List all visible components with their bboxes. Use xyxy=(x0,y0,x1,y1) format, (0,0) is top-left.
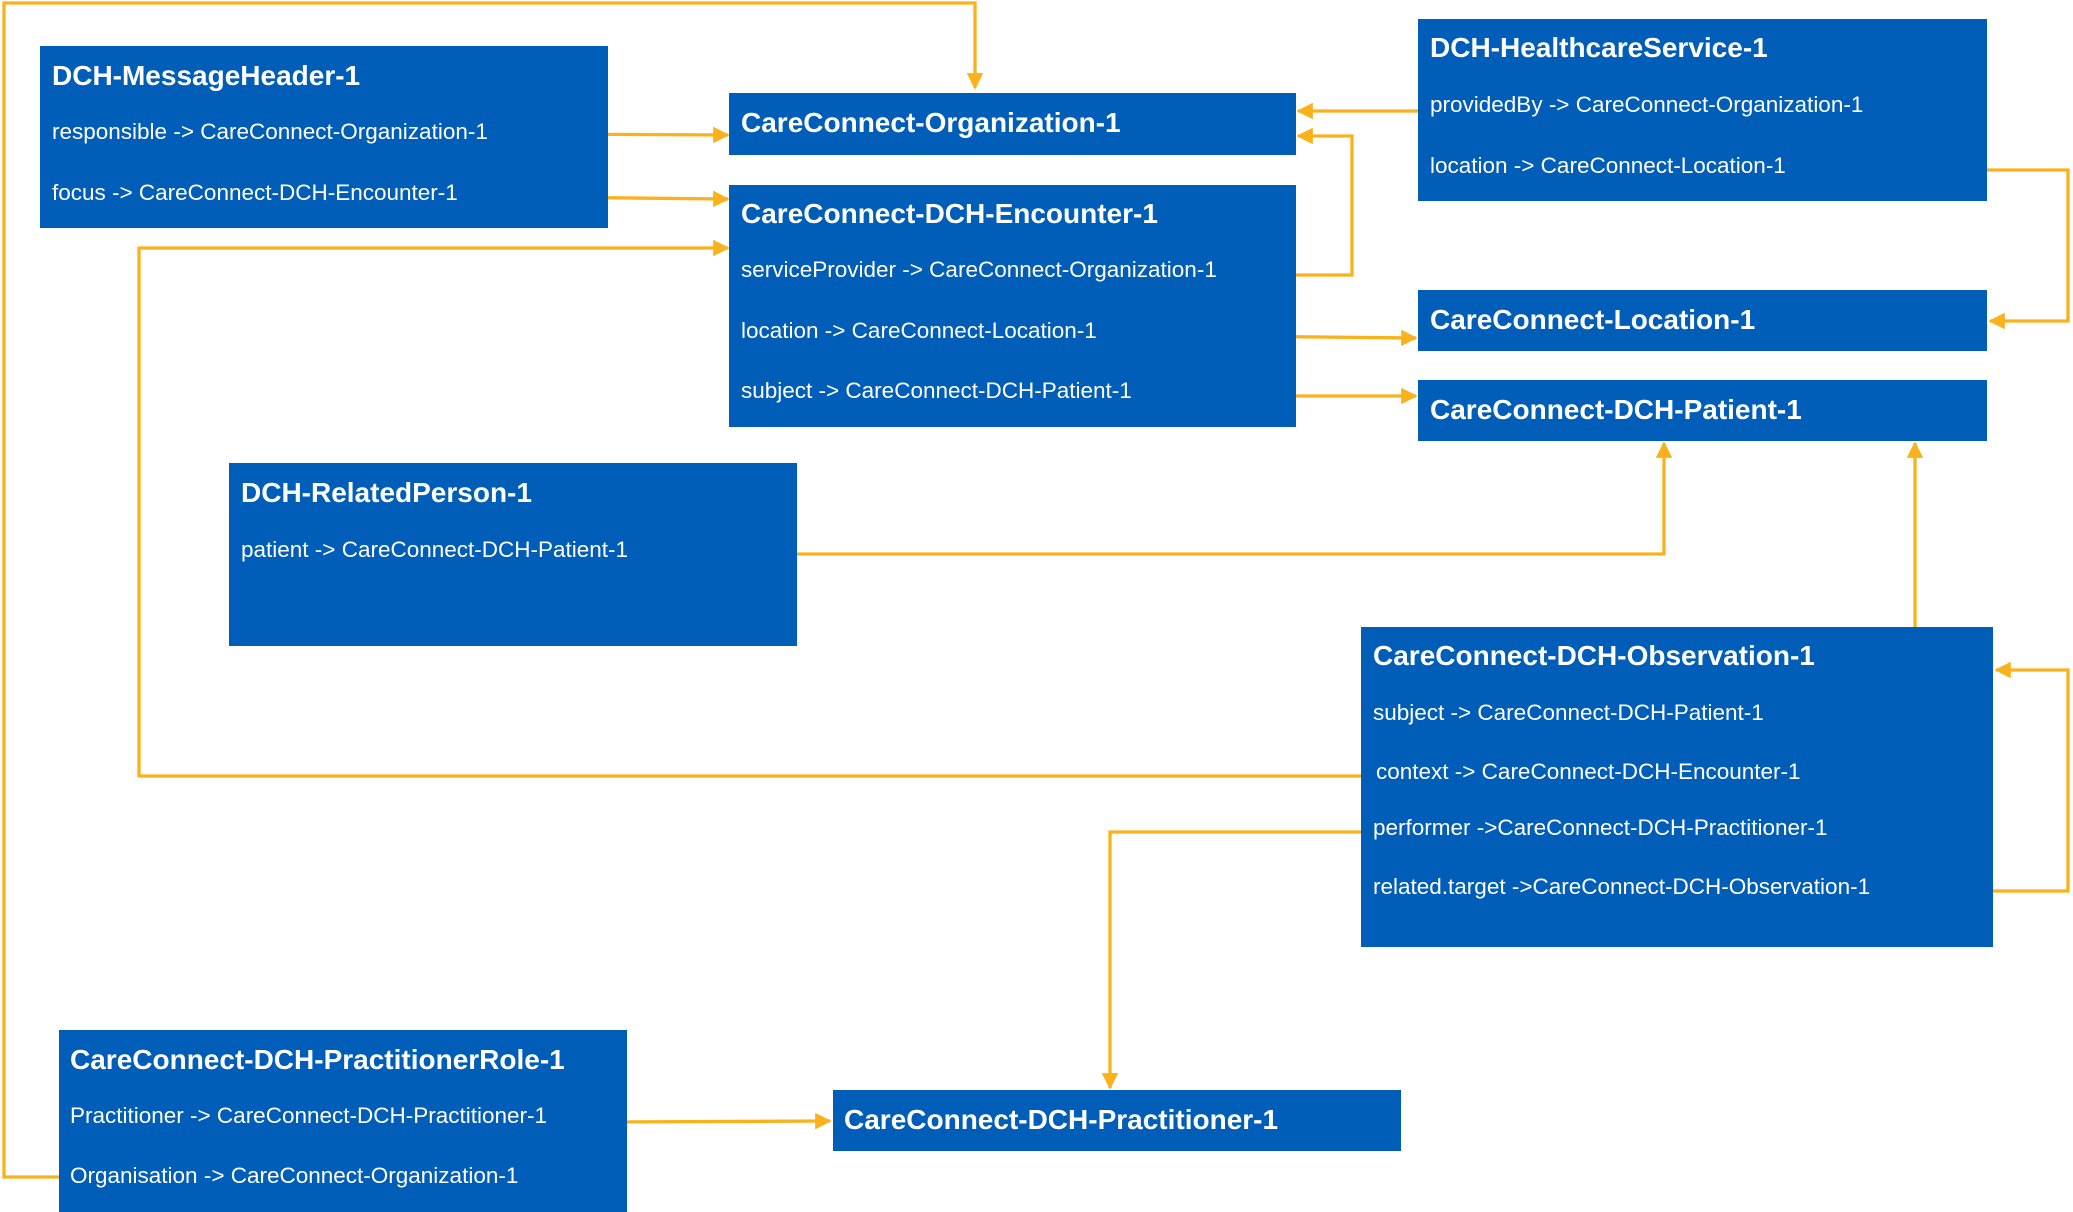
observation-box: CareConnect-DCH-Observation-1 subject ->… xyxy=(1361,627,1993,947)
healthcareservice-box: DCH-HealthcareService-1 providedBy -> Ca… xyxy=(1418,19,1987,201)
organization-box: CareConnect-Organization-1 xyxy=(729,93,1296,155)
practitionerrole-box: CareConnect-DCH-PractitionerRole-1 Pract… xyxy=(59,1030,627,1212)
healthcareservice-title: DCH-HealthcareService-1 xyxy=(1430,32,1768,63)
healthcareservice-ref-providedby: providedBy -> CareConnect-Organization-1 xyxy=(1430,92,1864,117)
arrow-observation-performer xyxy=(1101,830,1371,1090)
observation-title: CareConnect-DCH-Observation-1 xyxy=(1373,640,1815,671)
location-title: CareConnect-Location-1 xyxy=(1430,304,1756,335)
observation-ref-context: context -> CareConnect-DCH-Encounter-1 xyxy=(1376,759,1801,784)
observation-ref-performer: performer ->CareConnect-DCH-Practitioner… xyxy=(1373,815,1828,840)
encounter-ref-subject: subject -> CareConnect-DCH-Patient-1 xyxy=(741,378,1132,403)
relatedperson-ref-patient: patient -> CareConnect-DCH-Patient-1 xyxy=(241,537,629,562)
healthcareservice-ref-location: location -> CareConnect-Location-1 xyxy=(1430,153,1786,178)
practitionerrole-ref-practitioner: Practitioner -> CareConnect-DCH-Practiti… xyxy=(70,1103,548,1128)
encounter-title: CareConnect-DCH-Encounter-1 xyxy=(741,198,1158,229)
patient-title: CareConnect-DCH-Patient-1 xyxy=(1430,394,1802,425)
messageheader-ref-responsible: responsible -> CareConnect-Organization-… xyxy=(52,119,488,144)
encounter-ref-location: location -> CareConnect-Location-1 xyxy=(741,318,1097,343)
encounter-box: CareConnect-DCH-Encounter-1 serviceProvi… xyxy=(729,185,1296,427)
observation-ref-subject: subject -> CareConnect-DCH-Patient-1 xyxy=(1373,700,1764,725)
arrow-practitionerrole-practitioner xyxy=(609,1112,832,1130)
relatedperson-title: DCH-RelatedPerson-1 xyxy=(241,477,532,508)
messageheader-ref-focus: focus -> CareConnect-DCH-Encounter-1 xyxy=(52,180,458,205)
patient-box: CareConnect-DCH-Patient-1 xyxy=(1418,380,1987,441)
practitioner-title: CareConnect-DCH-Practitioner-1 xyxy=(844,1104,1279,1135)
observation-ref-related-target: related.target ->CareConnect-DCH-Observa… xyxy=(1373,874,1871,899)
practitionerrole-ref-organisation: Organisation -> CareConnect-Organization… xyxy=(70,1163,519,1188)
messageheader-title: DCH-MessageHeader-1 xyxy=(52,60,361,91)
practitioner-box: CareConnect-DCH-Practitioner-1 xyxy=(833,1090,1401,1151)
arrow-relatedperson-patient xyxy=(675,441,1673,556)
organization-title: CareConnect-Organization-1 xyxy=(741,107,1121,138)
relatedperson-box: DCH-RelatedPerson-1 patient -> CareConne… xyxy=(229,463,797,646)
messageheader-box: DCH-MessageHeader-1 responsible -> CareC… xyxy=(40,46,608,228)
practitionerrole-title: CareConnect-DCH-PractitionerRole-1 xyxy=(70,1044,565,1075)
location-box: CareConnect-Location-1 xyxy=(1418,290,1987,351)
encounter-ref-serviceprovider: serviceProvider -> CareConnect-Organizat… xyxy=(741,257,1217,282)
